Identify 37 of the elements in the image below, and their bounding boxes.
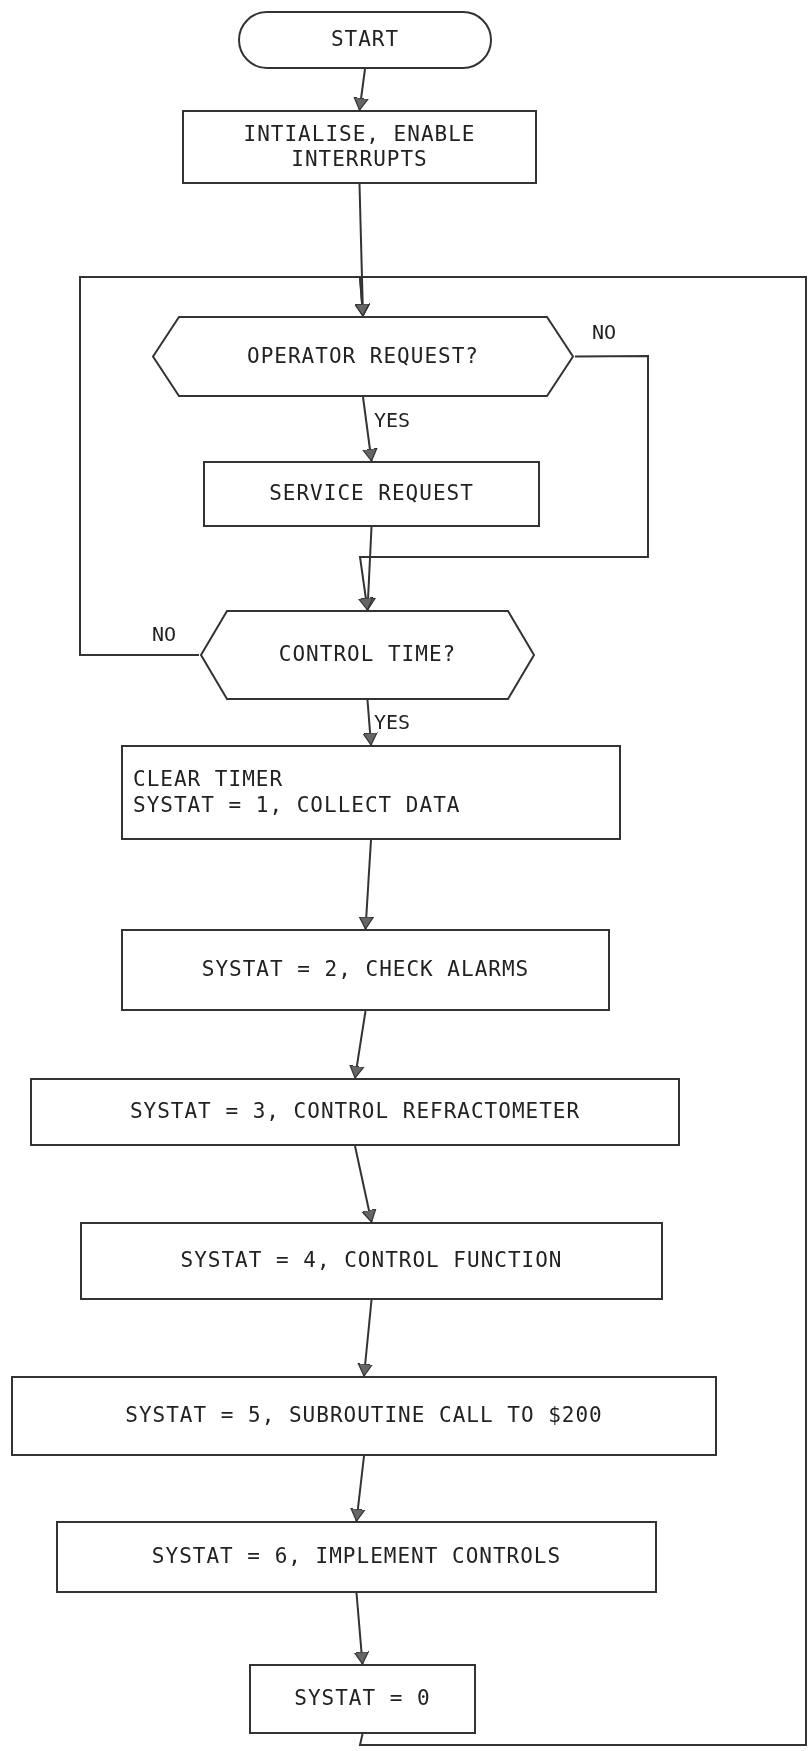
arrow [350, 1455, 366, 1522]
start-terminal [238, 11, 492, 69]
node-text: CONTROL TIME? [278, 642, 457, 668]
process-box [249, 1664, 476, 1734]
arrow [362, 396, 378, 462]
process-box [203, 461, 540, 527]
node-text: INTIALISE, ENABLE INTERRUPTS [242, 121, 477, 173]
node-text: SYSTAT = 6, IMPLEMENT CONTROLS [151, 1544, 562, 1570]
node-text: SYSTAT = 0 [294, 1686, 431, 1712]
node-text: START [330, 27, 400, 53]
node-text: SYSTAT = 1, COLLECT DATA [133, 792, 461, 818]
process-box [182, 110, 537, 184]
node-text: SYSTAT = 3, CONTROL REFRACTOMETER [129, 1099, 581, 1125]
process-box [80, 1222, 663, 1300]
node-text: SYSTAT = 4, CONTROL FUNCTION [180, 1248, 563, 1274]
arrow [358, 355, 649, 611]
node-text: SERVICE REQUEST [269, 481, 474, 507]
arrow [354, 1145, 377, 1223]
decision-hexagon [151, 316, 575, 397]
process-box [11, 1376, 717, 1456]
process-box [56, 1521, 657, 1593]
process-box [121, 929, 610, 1011]
arrow [353, 1592, 370, 1665]
arrow [353, 68, 369, 111]
node-text: SYSTAT = 2, CHECK ALARMS [201, 957, 530, 983]
arrow [349, 1010, 367, 1079]
arrow [360, 526, 376, 611]
node-text: SYSTAT = 5, SUBROUTINE CALL TO $200 [125, 1403, 603, 1429]
process-box [121, 745, 621, 840]
arrow [357, 1299, 373, 1377]
arrow [354, 276, 807, 1746]
process-box [30, 1078, 680, 1146]
arrow [358, 839, 374, 930]
node-text: OPERATOR REQUEST? [247, 343, 479, 370]
arrow [362, 699, 378, 746]
decision-hexagon [199, 610, 536, 700]
node-text: CLEAR TIMER [133, 767, 284, 793]
